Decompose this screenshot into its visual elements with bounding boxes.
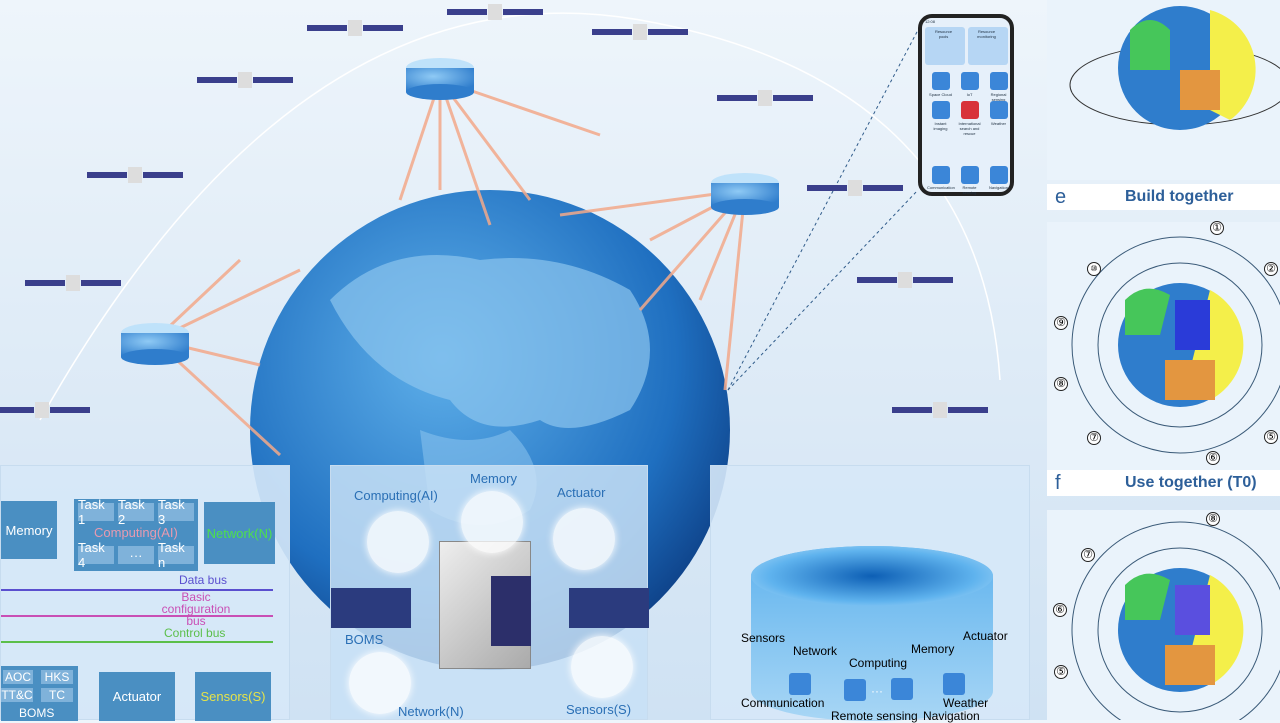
app-weather[interactable] bbox=[990, 101, 1008, 119]
app-navigation[interactable] bbox=[990, 166, 1008, 184]
resource-actuator: Actuator bbox=[963, 629, 1008, 643]
actuator-label: Actuator bbox=[557, 485, 606, 500]
app-regional-sensing[interactable] bbox=[990, 72, 1008, 90]
build-together-diagram bbox=[1047, 0, 1280, 180]
boms-label: BOMS bbox=[19, 706, 55, 720]
satellite-components-panel: Computing(AI) Memory Actuator BOMS Netwo… bbox=[330, 465, 649, 720]
resource-computing: Computing bbox=[849, 656, 908, 670]
task-2: Task 2 bbox=[118, 497, 154, 527]
remote-sensing-icon bbox=[844, 679, 866, 701]
config-bus-line bbox=[1, 615, 273, 617]
navigation-icon bbox=[891, 678, 913, 700]
boms-aoc: AOC bbox=[3, 670, 33, 684]
panel-title: Build together bbox=[1125, 188, 1234, 205]
task-4: Task 4 bbox=[78, 540, 114, 570]
service-communication: Communication bbox=[741, 696, 825, 710]
orbit-number: ⑦ bbox=[1081, 548, 1095, 562]
weather-icon bbox=[943, 673, 965, 695]
vortex bbox=[751, 546, 993, 606]
orbit-line bbox=[39, 12, 1001, 421]
resource-network: Network bbox=[793, 644, 838, 658]
resource-sensors: Sensors bbox=[741, 631, 786, 645]
data-bus-label: Data bus bbox=[179, 573, 228, 587]
orbit-number: ① bbox=[1210, 221, 1224, 235]
memory-label: Memory bbox=[470, 471, 517, 486]
boms-label: BOMS bbox=[345, 632, 384, 647]
app-instant-imaging[interactable] bbox=[932, 101, 950, 119]
circuit-board-icon bbox=[349, 652, 411, 714]
orbit-number: ⑥ bbox=[1053, 603, 1067, 617]
computing-chip-icon bbox=[367, 511, 429, 573]
smartphone-app: 12:08 Resource pools Resource monitoring… bbox=[918, 14, 1014, 196]
network-label: Network(N) bbox=[398, 704, 464, 719]
boms-tc: TC bbox=[41, 688, 73, 702]
orbit-number: ⑨ bbox=[1054, 316, 1068, 330]
status-time: 12:08 bbox=[924, 19, 935, 24]
phone-link-lines bbox=[727, 29, 919, 391]
orbit-number: ⑥ bbox=[1206, 451, 1220, 465]
computing-label: Computing(AI) bbox=[94, 525, 178, 540]
actuator-icon bbox=[553, 508, 615, 570]
t0-diagram bbox=[1047, 510, 1280, 720]
orbit-number: ⑧ bbox=[1206, 512, 1220, 526]
task-1: Task 1 bbox=[78, 497, 114, 527]
panel-f-header: f Use together (T0) bbox=[1047, 470, 1280, 496]
service-remote: Remote sensing bbox=[831, 709, 918, 723]
actuator-block: Actuator bbox=[99, 672, 175, 721]
control-bus-line bbox=[1, 641, 273, 643]
sensors-label: Sensors(S) bbox=[566, 702, 632, 717]
service-weather: Weather bbox=[943, 696, 989, 710]
satellite-panel-dark bbox=[491, 576, 531, 646]
service-navigation: Navigation bbox=[923, 709, 980, 723]
resource-monitoring-card: Resource monitoring bbox=[968, 27, 1008, 65]
bus-architecture-panel: Memory Task 1 Task 2 Task 3 Computing(AI… bbox=[0, 465, 290, 721]
task-3: Task 3 bbox=[158, 497, 194, 527]
orbit-number: ② bbox=[1264, 262, 1278, 276]
app-remote-sensing[interactable] bbox=[961, 166, 979, 184]
panel-title: Use together (T0) bbox=[1125, 474, 1257, 491]
communication-icon bbox=[789, 673, 811, 695]
network-block: Network(N) bbox=[204, 502, 275, 564]
orbit-number: ⑤ bbox=[1264, 430, 1278, 444]
resource-pool-panel: Sensors Network Computing Memory Actuato… bbox=[710, 465, 1030, 723]
satellite-image bbox=[331, 588, 649, 628]
computing-label: Computing(AI) bbox=[354, 488, 438, 503]
sensor-icon bbox=[571, 636, 633, 698]
cloud-nodes bbox=[121, 58, 779, 365]
memory-block: Memory bbox=[1, 501, 57, 559]
app-search-rescue[interactable] bbox=[961, 101, 979, 119]
task-ellipsis: ··· bbox=[118, 546, 154, 564]
orbit-number: ⑤ bbox=[1054, 665, 1068, 679]
orbit-number: ⑧ bbox=[1054, 377, 1068, 391]
orbit-number: ⑩ bbox=[1087, 262, 1101, 276]
app-iot[interactable] bbox=[961, 72, 979, 90]
service-ellipsis: ··· bbox=[871, 684, 883, 698]
boms-ttc: TT&C bbox=[1, 688, 33, 702]
config-bus-label: Basic configuration bus bbox=[161, 590, 231, 628]
sensors-block: Sensors(S) bbox=[195, 672, 271, 721]
resource-memory: Memory bbox=[911, 642, 955, 656]
app-communication[interactable] bbox=[932, 166, 950, 184]
boms-hks: HKS bbox=[41, 670, 73, 684]
panel-letter: f bbox=[1055, 471, 1061, 494]
panel-e-header: e Build together bbox=[1047, 184, 1280, 210]
data-bus-line bbox=[1, 589, 273, 591]
satellites bbox=[0, 4, 988, 418]
app-space-cloud[interactable] bbox=[932, 72, 950, 90]
task-n: Task n bbox=[158, 540, 194, 570]
orbit-number: ⑦ bbox=[1087, 431, 1101, 445]
panel-letter: e bbox=[1055, 185, 1067, 208]
use-together-diagram bbox=[1047, 222, 1280, 470]
control-bus-label: Control bus bbox=[164, 626, 226, 640]
resource-pools-card: Resource pools bbox=[925, 27, 965, 65]
memory-module-icon bbox=[461, 491, 523, 553]
